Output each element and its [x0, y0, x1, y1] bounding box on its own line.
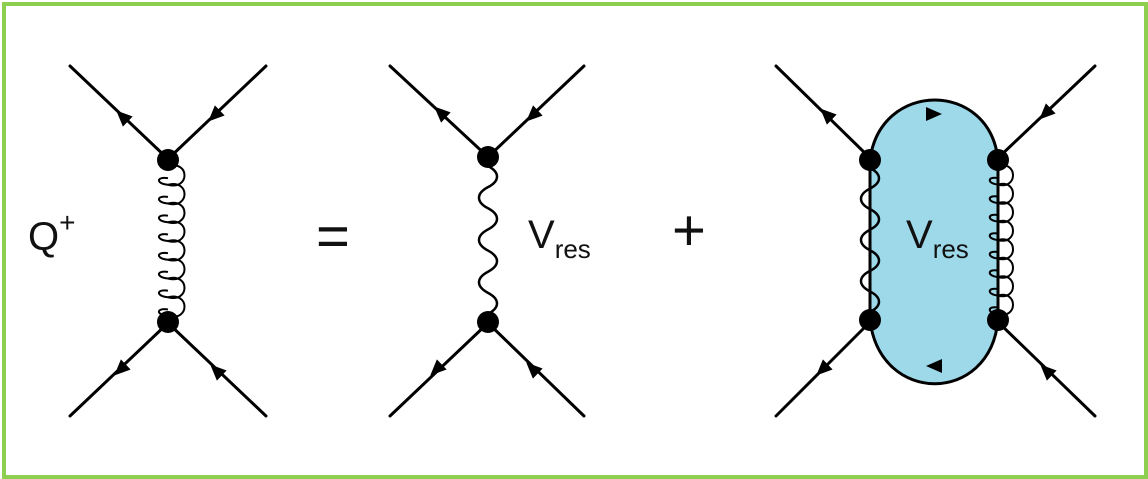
loop-arrow-tr [1039, 103, 1056, 120]
tree-arrow-bl [430, 359, 447, 376]
lhs-arrow-br [210, 364, 227, 381]
lhs-bottom-vertex [157, 311, 179, 333]
tree-arrow-tr [526, 105, 543, 122]
loop-arrow-tl [820, 108, 837, 125]
loop-bottom-right-vertex [987, 309, 1009, 331]
loop-top-right-vertex [987, 149, 1009, 171]
lhs-q-label: Q+ [28, 207, 75, 259]
loop-arrow-bl [816, 359, 833, 376]
lhs-arrow-tl [116, 110, 133, 127]
tree-bottom-vertex [477, 311, 499, 333]
diagram-loop: Vres [774, 64, 1097, 418]
plus-sign: + [672, 198, 706, 263]
lhs-top-vertex [157, 149, 179, 171]
tree-wavy-propagator [477, 164, 499, 316]
tree-vres-label: Vres [528, 213, 591, 264]
loop-arrow-br [1040, 364, 1057, 381]
loop-vres-label: Vres [906, 213, 969, 264]
lhs-arrow-tr [208, 105, 225, 122]
diagram-vres-tree: Vres [388, 64, 591, 418]
lhs-arrow-bl [114, 359, 131, 376]
tree-top-vertex [477, 146, 499, 168]
loop-top-left-vertex [859, 149, 881, 171]
loop-gluon-propagator [988, 164, 1014, 316]
loop-arrow-bottom [926, 359, 942, 373]
loop-bottom-left-vertex [859, 309, 881, 331]
tree-arrow-tl [434, 106, 451, 123]
diagram-lhs: Q+ [28, 64, 268, 418]
loop-wavy-propagator [859, 166, 881, 314]
lhs-gluon-propagator [157, 164, 186, 318]
tree-arrow-br [526, 362, 543, 379]
loop-arrow-top [926, 107, 942, 121]
equals-sign: = [316, 204, 350, 269]
